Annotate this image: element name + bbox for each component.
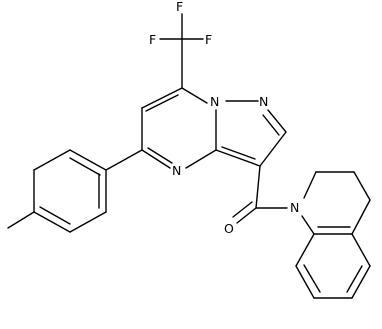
bond-c3-carbonyl	[255, 165, 261, 209]
atom-n-pyrimidine: N	[172, 163, 181, 178]
bond-c5-c6q	[351, 265, 371, 299]
bond-tolyl-3	[33, 211, 71, 233]
atom-n-pyrazole: N	[259, 94, 268, 109]
bond-c-o-double	[232, 201, 253, 218]
atom-f-top: F	[176, 0, 183, 14]
bond-c7-c6-double	[145, 94, 179, 112]
bond-tolyl-3-double	[39, 206, 71, 225]
bond-c5-n4-double	[147, 147, 173, 164]
bond-c5-n4	[141, 149, 171, 169]
bond-c2-c3	[259, 131, 287, 167]
atom-n-bridge: N	[210, 94, 219, 109]
bond-c7-c6	[141, 87, 183, 109]
bond-c5-tolyl	[105, 149, 143, 171]
atom-n-amide: N	[290, 200, 299, 215]
bond-c5-c6q-double	[346, 265, 363, 293]
bond-n1-c7	[181, 87, 208, 104]
bond-tolyl-6-double	[69, 157, 101, 176]
bond-methyl	[7, 211, 35, 229]
bond-n4-c3a	[185, 149, 217, 169]
bond-c3q-c4q	[353, 171, 371, 201]
bond-c3-c3a-double	[221, 146, 256, 160]
bond-c7q-c8q	[295, 265, 315, 299]
bond-c7q-c8q-double	[303, 264, 321, 293]
bond-c4q-c4a	[351, 199, 371, 235]
atom-f-right: F	[205, 32, 212, 47]
bond-tolyl-6	[69, 149, 107, 171]
atom-o-carbonyl: O	[224, 221, 234, 236]
bond-n-c2q	[303, 171, 317, 199]
bond-c3-c3a	[215, 149, 261, 167]
bond-tolyl-2	[69, 211, 107, 233]
bond-c8a-n	[301, 215, 315, 235]
atom-f-left: F	[149, 32, 156, 47]
bond-c-o	[236, 207, 257, 224]
bond-lines	[7, 13, 371, 299]
atom-labels: F F F N N N N O	[149, 0, 299, 236]
bond-c8q-c8a	[295, 233, 315, 267]
bond-tolyl-5	[33, 149, 71, 171]
bond-n2-c2	[267, 109, 287, 133]
bond-n2-c2-double	[262, 114, 280, 136]
bond-c4a-c5	[351, 233, 371, 267]
